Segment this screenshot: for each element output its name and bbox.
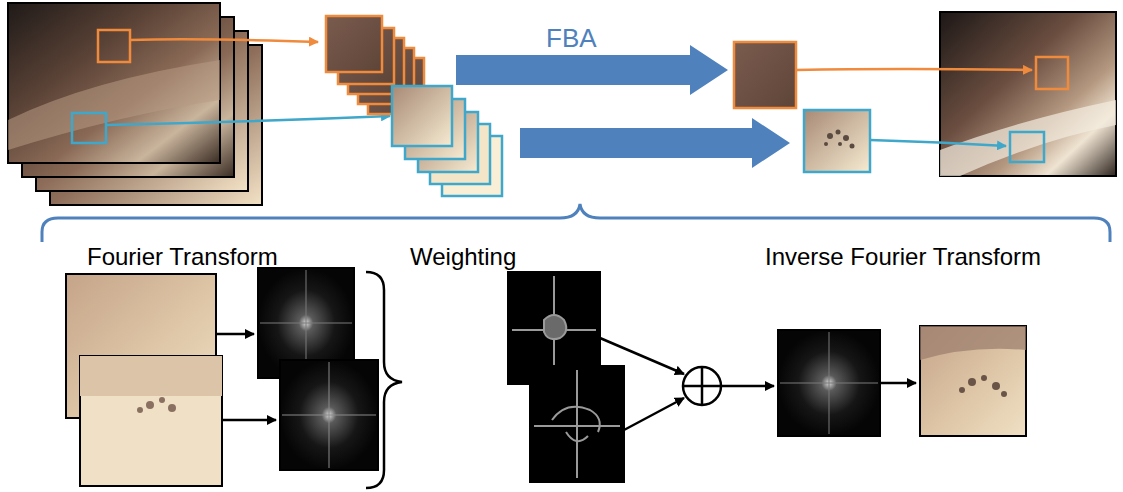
step-label: Weighting	[410, 244, 516, 270]
step-label: Inverse Fourier Transform	[765, 244, 1041, 270]
process-name: FBA	[546, 24, 597, 53]
step-label: Fourier Transform	[87, 244, 278, 270]
